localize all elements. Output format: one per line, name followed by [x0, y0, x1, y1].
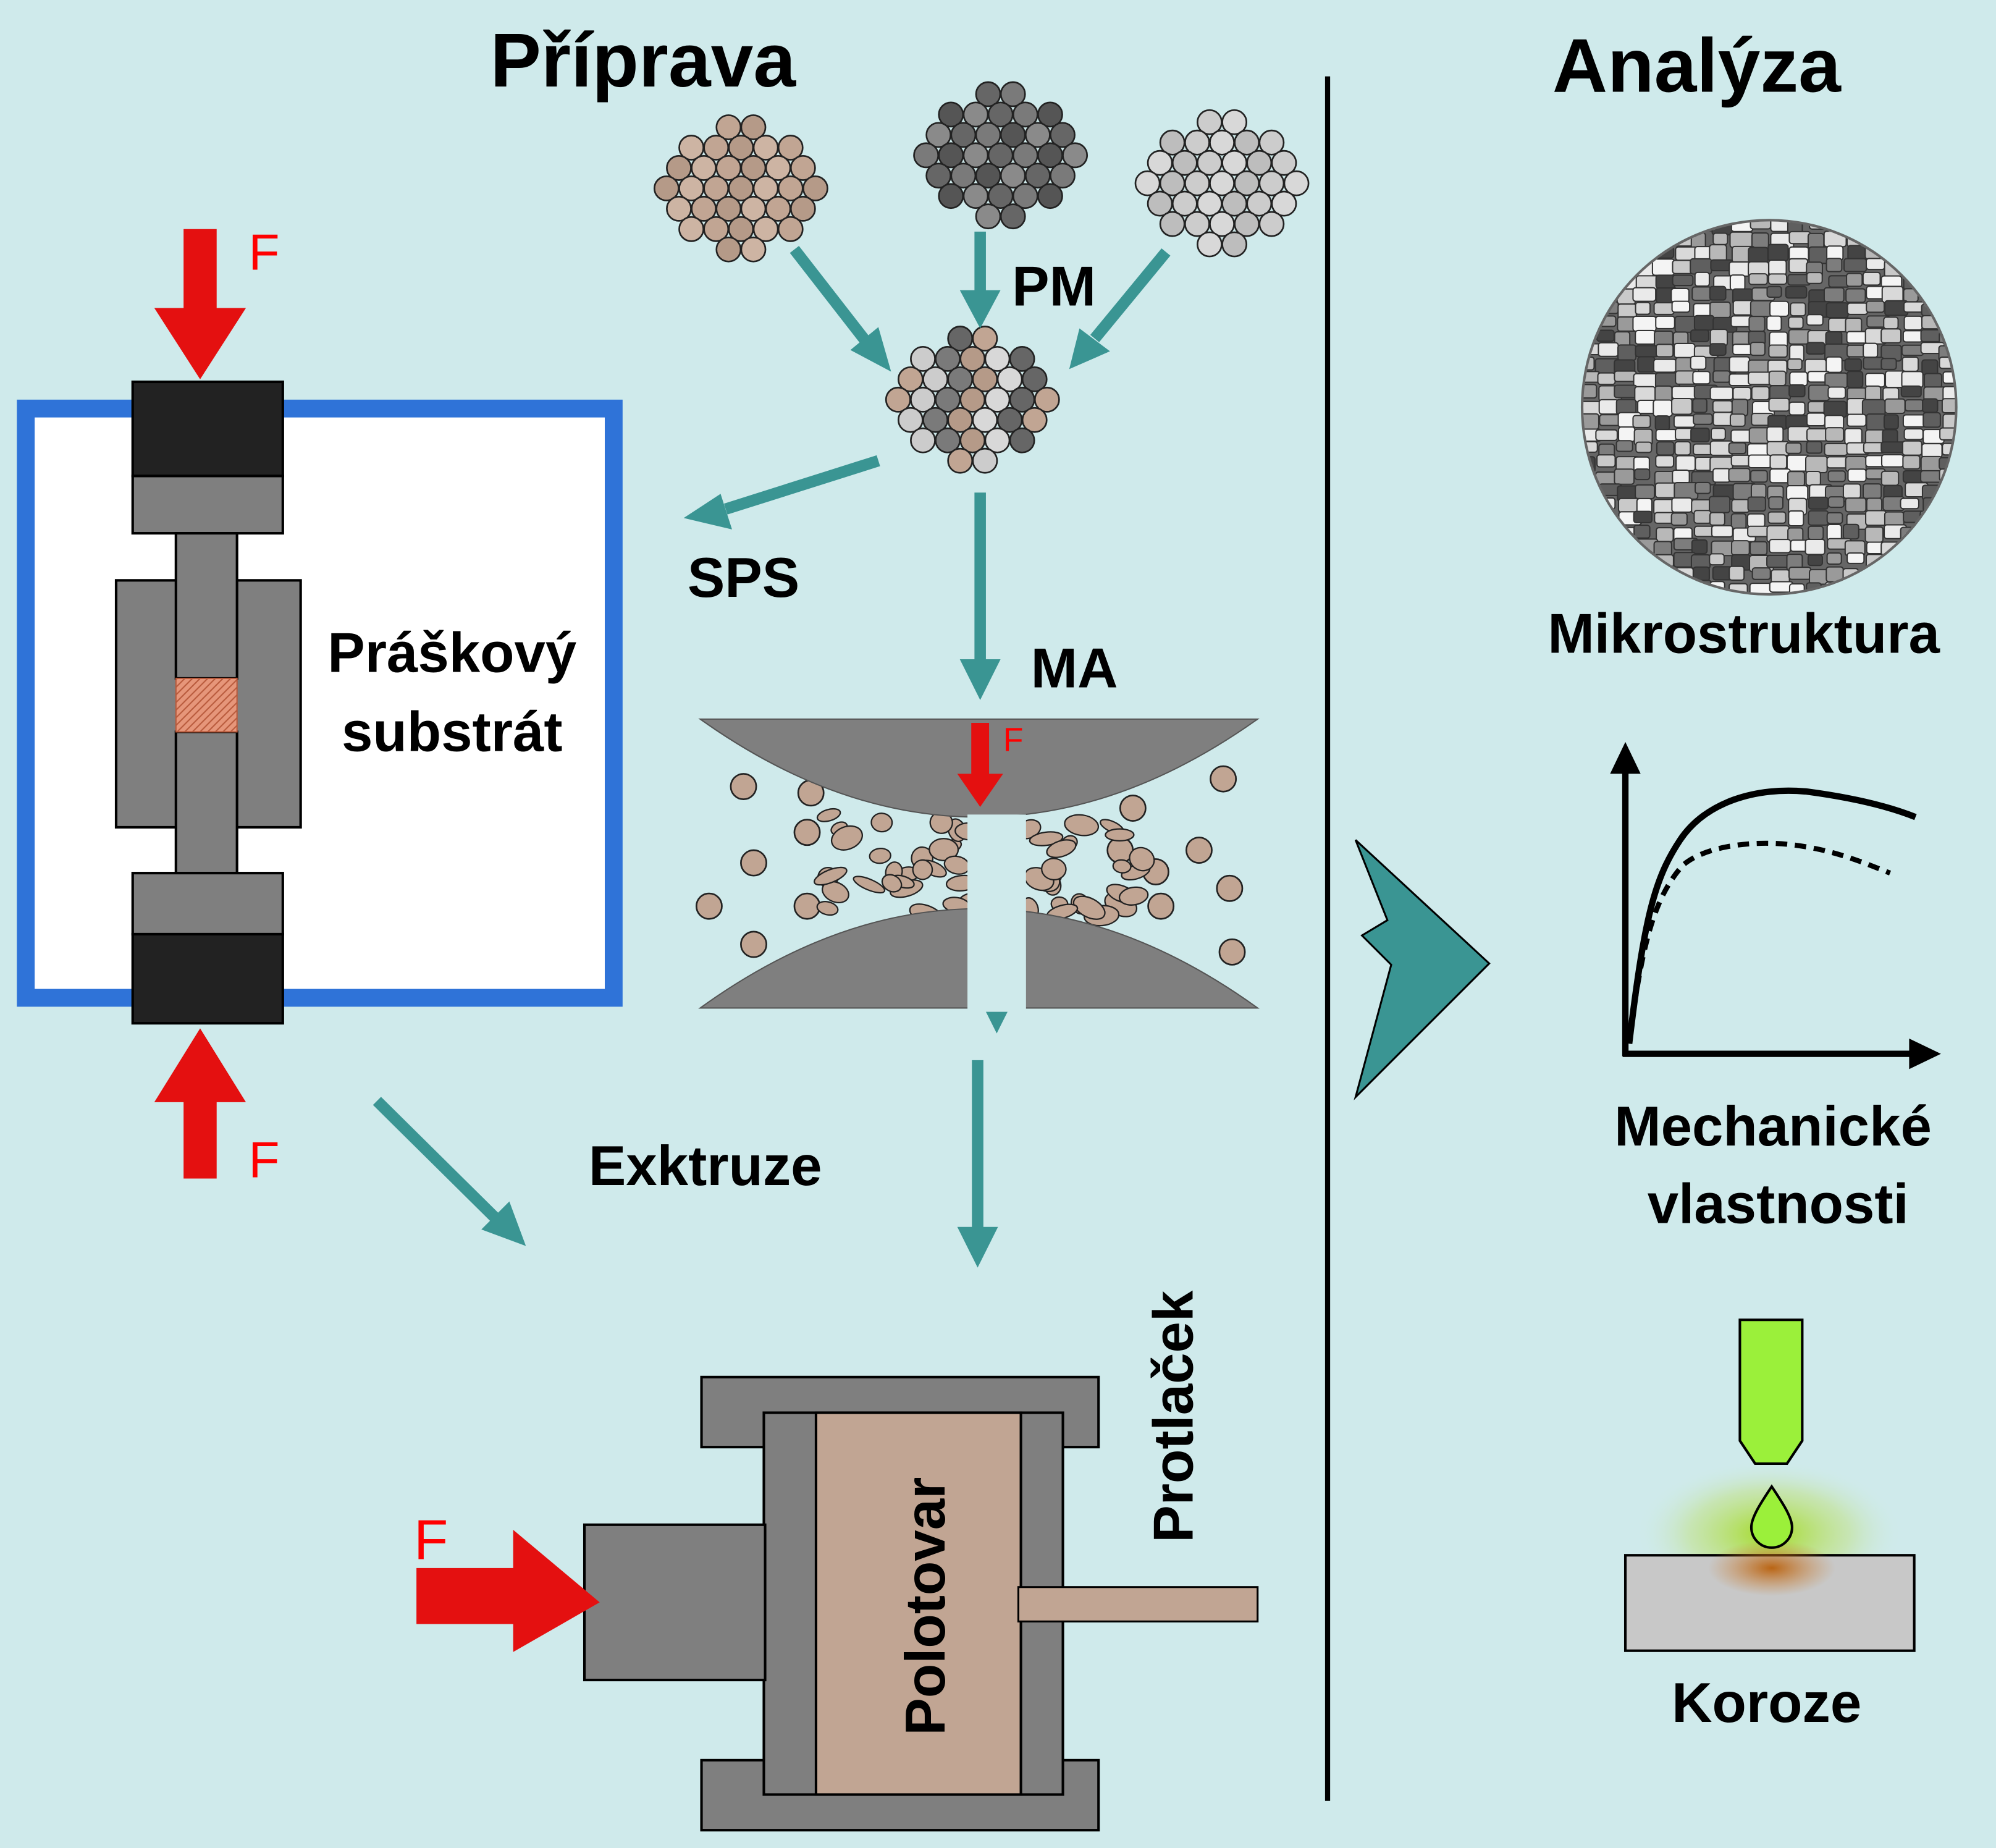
ma-force-label: F: [1003, 722, 1024, 758]
powder-sample: [175, 677, 238, 733]
powder-cluster-mixed: [885, 326, 1060, 474]
extrusion-label: Exktruze: [589, 1135, 822, 1197]
arrow-ma-to-extrusion: [957, 1060, 998, 1268]
sps-bottom-punch: [174, 730, 238, 875]
powder-cluster-dark: [913, 81, 1089, 230]
stress-curve-solid: [1626, 787, 1917, 1044]
extrusion-apparatus: F Polotovar Protlaček: [414, 1290, 1259, 1832]
sps-chamber: [17, 399, 623, 1007]
sps-bottom-punch-head: [131, 872, 284, 936]
pm-label: PM: [1012, 255, 1096, 318]
sps-label: SPS: [688, 547, 799, 609]
transition-arrow: [1354, 839, 1491, 1100]
force-arrow-top: [154, 229, 246, 379]
sps-apparatus: F F Práškový substrát: [17, 224, 623, 1188]
arrow-mix-to-sps: [683, 455, 880, 530]
ma-label: MA: [1031, 637, 1118, 699]
mechanical-properties-label-line2: vlastnosti: [1648, 1173, 1909, 1236]
powder-substrate-label-line2: substrát: [342, 701, 563, 763]
arrow-mix-to-ma: [959, 492, 1001, 700]
corrosion-figure: [1623, 1318, 1916, 1652]
stress-curve-dashed: [1627, 840, 1892, 1044]
sps-top-electrode: [131, 380, 284, 478]
corrosion-label: Koroze: [1672, 1672, 1861, 1734]
section-title-analysis: Analýza: [1552, 23, 1842, 108]
sps-bottom-electrode: [131, 932, 284, 1025]
ma-force-arrow: [957, 723, 1003, 807]
mechanical-properties-label-line1: Mechanické: [1614, 1095, 1932, 1158]
ma-apparatus: F: [695, 718, 1260, 1012]
arrow-center-powder-to-mix: [959, 231, 1001, 329]
extrusion-force-label: F: [414, 1509, 448, 1571]
billet: [814, 1411, 1022, 1796]
extrusion-force-arrow: [416, 1530, 600, 1652]
extrusion-ram: [583, 1523, 767, 1682]
microstructure-label: Mikrostruktura: [1548, 603, 1940, 665]
extrudate: [1017, 1586, 1259, 1622]
billet-label: Polotovar: [895, 1477, 957, 1736]
force-label-bottom: F: [248, 1131, 279, 1188]
plot-x-axis-arrowhead: [1909, 1038, 1941, 1070]
ma-gap: [967, 814, 1026, 1012]
powder-cluster-light: [1134, 109, 1310, 258]
powder-cluster-tan: [653, 114, 828, 263]
powder-substrate-label-line1: Práškový: [327, 622, 576, 685]
corrosion-spot: [1708, 1540, 1835, 1597]
section-title-preparation: Příprava: [490, 18, 796, 103]
force-label-top: F: [248, 224, 279, 281]
arrow-sps-to-extrusion: [373, 1097, 526, 1246]
sps-top-punch: [174, 532, 238, 680]
powder-clusters: [653, 81, 1310, 474]
plot-y-axis-arrowhead: [1610, 741, 1641, 774]
extrudate-label: Protlaček: [1143, 1290, 1205, 1543]
stress-strain-figure: [1610, 741, 1941, 1070]
pipette-icon: [1738, 1318, 1804, 1465]
force-arrow-bottom: [154, 1028, 246, 1179]
sps-top-punch-head: [131, 475, 284, 535]
arrow-right-powder-to-mix: [1069, 248, 1171, 369]
droplet-icon: [1750, 1484, 1793, 1549]
arrow-left-powder-to-mix: [790, 246, 891, 372]
microstructure-figure: [1580, 219, 1958, 596]
